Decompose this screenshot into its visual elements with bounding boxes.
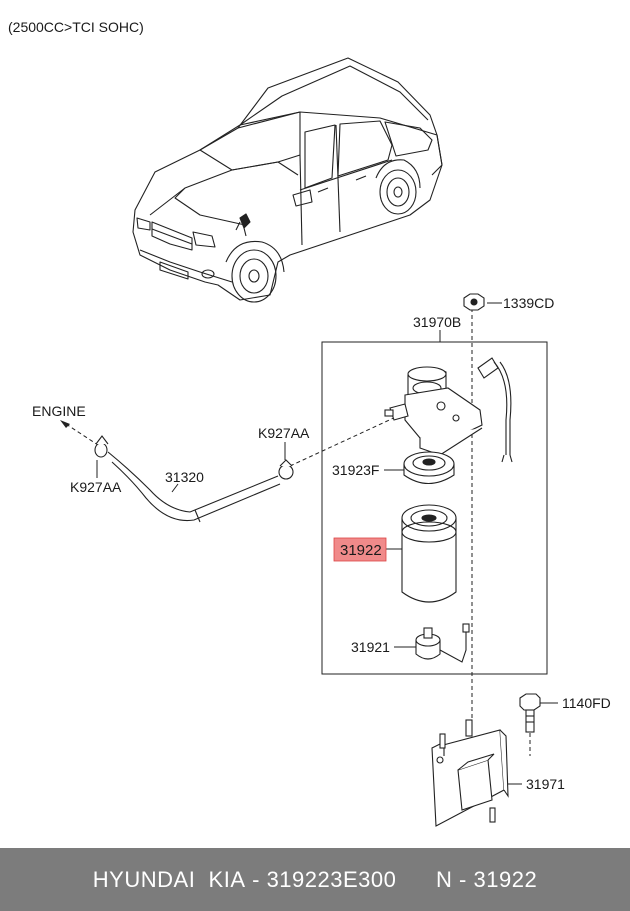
water-sensor-icon [415, 623, 470, 663]
bolt-icon [519, 693, 541, 733]
label-hose: 31320 [165, 469, 204, 485]
engine-spec-header: (2500CC>TCI SOHC) [8, 19, 144, 35]
vehicle-illustration [132, 57, 443, 303]
label-clamp-left: K927AA [70, 479, 122, 495]
dashed-guides [65, 308, 531, 756]
label-engine: ENGINE [32, 403, 86, 419]
engine-arrow-icon [60, 420, 70, 428]
label-sensor: 31921 [351, 639, 390, 655]
sensor-wire-icon [477, 357, 513, 463]
fuel-filter-icon [401, 504, 457, 603]
filter-head-ring-icon [403, 451, 455, 485]
label-filter[interactable]: 31922 [340, 542, 382, 559]
footer-ref-label: N [436, 866, 453, 892]
footer-ref-number: 31922 [473, 866, 538, 892]
label-nut: 1339CD [503, 295, 554, 311]
label-assembly: 31970B [413, 314, 461, 330]
parts-diagram: (2500CC>TCI SOHC) [8, 19, 611, 827]
label-clamp-right: K927AA [258, 425, 310, 441]
label-bolt: 1140FD [562, 695, 611, 711]
hose-clamp-right-icon [278, 459, 294, 480]
hose-clamp-left-icon [94, 435, 109, 458]
footer-brand: HYUNDAI KIA [92, 866, 246, 892]
assembly-box [321, 341, 548, 675]
label-head: 31923F [332, 462, 379, 478]
nut-icon [463, 293, 485, 311]
label-bracket: 31971 [526, 776, 565, 792]
filter-head-icon [384, 366, 483, 456]
part-info-footer: HYUNDAI KIA - 319223E300 N - 31922 [0, 848, 630, 911]
footer-part-number: 319223E300 [266, 866, 397, 892]
bracket-icon [431, 719, 509, 827]
fuel-hose-icon [107, 451, 281, 523]
highlight-filter-label [333, 537, 387, 562]
